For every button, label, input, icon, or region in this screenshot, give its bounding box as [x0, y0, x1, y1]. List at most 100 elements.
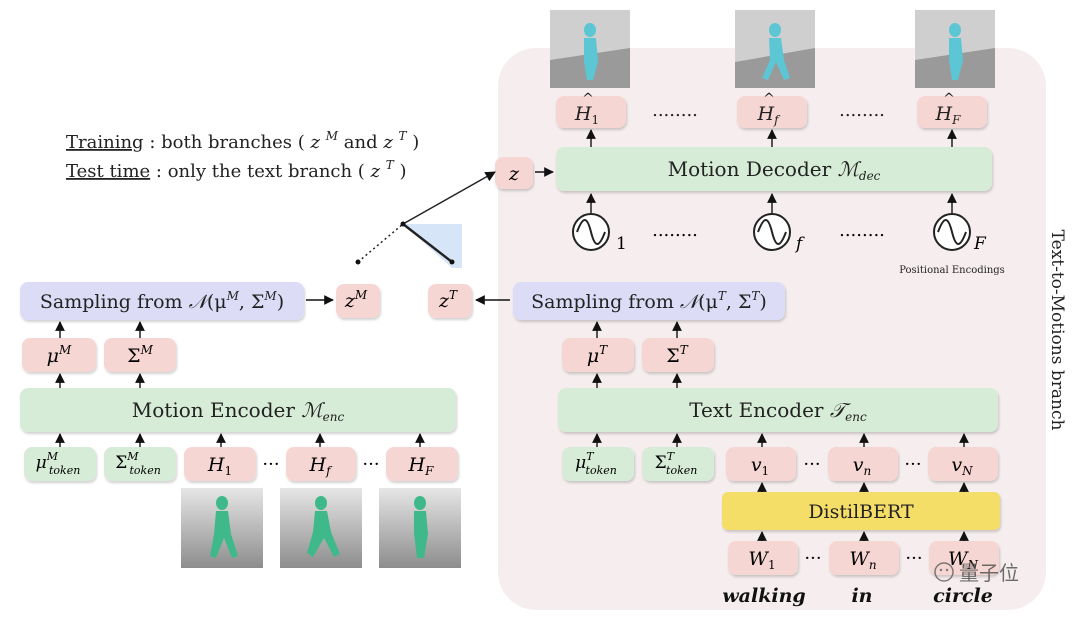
text-encoder-to-params-arrows	[592, 373, 682, 388]
branch-label: Text-to-Motions branch	[1047, 230, 1067, 431]
text-encoder: Text Encoder 𝒯enc	[558, 388, 998, 432]
svg-text:Motion Encoder ℳenc: Motion Encoder ℳenc	[132, 398, 345, 424]
sentence-word-in: in	[851, 585, 872, 607]
output-render-f	[735, 10, 815, 88]
text-input-arrows	[592, 433, 969, 447]
output-hF: HF ^	[917, 91, 987, 128]
svg-text:Wn: Wn	[849, 548, 876, 572]
text-param-arrows	[592, 321, 682, 338]
svg-text:F: F	[973, 234, 987, 254]
word-ellipsis-2: ···	[905, 548, 922, 569]
output-render-F	[915, 10, 995, 88]
svg-text:DistilBERT: DistilBERT	[808, 501, 914, 523]
motion-ellipsis-1: ···	[262, 454, 279, 475]
svg-text:^: ^	[582, 91, 594, 107]
text-vector-vN: vN	[928, 447, 998, 481]
motion-decoder: Motion Decoder ℳdec	[556, 147, 992, 191]
text-ellipsis-2: ···	[904, 454, 921, 475]
svg-text:f: f	[794, 234, 805, 254]
latent-z-box: z	[495, 157, 533, 189]
motion-ellipsis-2: ···	[362, 454, 379, 475]
svg-text:vN: vN	[951, 454, 973, 478]
input-render-F	[379, 488, 461, 568]
motion-encoder: Motion Encoder ℳenc	[20, 388, 456, 432]
output-hf: Hf ^	[737, 91, 807, 128]
text-vector-vn: vn	[828, 447, 898, 481]
text-vector-v1: v1	[726, 447, 796, 481]
word-w1: W1	[728, 541, 798, 575]
sine-icon-F: F	[933, 213, 987, 254]
svg-text:^: ^	[763, 91, 775, 107]
svg-text:μT: μT	[587, 343, 608, 367]
svg-text:WN: WN	[948, 548, 979, 572]
positional-encodings: 1 ........ f ........ F Positional Encod…	[572, 193, 1005, 276]
svg-text:ΣM: ΣM	[127, 343, 153, 367]
motion-sigma-box: ΣM	[104, 338, 176, 372]
positional-dots-1: ........	[652, 220, 698, 241]
output-render-1	[550, 10, 630, 88]
svg-text:v1: v1	[751, 454, 769, 478]
svg-text:Motion Decoder ℳdec: Motion Decoder ℳdec	[668, 157, 881, 183]
motion-input-arrows	[55, 433, 425, 447]
svg-text:HF: HF	[935, 103, 962, 127]
motion-param-arrows	[55, 321, 145, 338]
svg-text:μM: μM	[47, 343, 72, 367]
svg-text:z: z	[508, 163, 520, 185]
svg-text:zT: zT	[438, 288, 458, 312]
sentence-word-circle: circle	[933, 585, 993, 607]
sentence-word-walking: walking	[722, 585, 805, 607]
output-renders	[550, 10, 995, 88]
sine-icon-1: 1	[572, 213, 627, 254]
positional-encodings-label: Positional Encodings	[899, 265, 1005, 276]
decoder-output-arrows	[586, 129, 957, 147]
svg-text:^: ^	[943, 91, 955, 107]
svg-text:zM: zM	[344, 288, 368, 312]
svg-text:W1: W1	[748, 548, 775, 572]
svg-text:Text Encoder 𝒯enc: Text Encoder 𝒯enc	[689, 398, 867, 424]
text-ellipsis-1: ···	[803, 454, 820, 475]
svg-text:Hf: Hf	[756, 103, 781, 127]
svg-text:Hf: Hf	[308, 454, 333, 478]
motion-input-hf: Hf	[286, 447, 356, 481]
positional-dots-2: ........	[839, 220, 885, 241]
latent-zm-box: zM	[336, 284, 380, 318]
input-sentence: walking in circle	[722, 585, 993, 607]
svg-text:Sampling from 𝒩(μT, ΣT): Sampling from 𝒩(μT, ΣT)	[531, 289, 767, 313]
motion-sampling: Sampling from 𝒩(μM, ΣM)	[20, 282, 304, 320]
svg-text:Sampling from 𝒩(μM, ΣM): Sampling from 𝒩(μM, ΣM)	[40, 289, 284, 313]
sine-icon-f: f	[753, 213, 805, 254]
motion-input-h1: H1	[184, 447, 256, 481]
latent-zt-box: zT	[428, 284, 472, 318]
svg-text:H1: H1	[207, 454, 232, 478]
motion-input-hF: HF	[386, 447, 458, 481]
decoder-outputs: H1 ^ ........ Hf ^ ........ HF ^	[556, 91, 987, 128]
wechat-icon	[934, 562, 954, 582]
text-sigma-box: ΣT	[642, 338, 714, 372]
svg-text:H1: H1	[574, 103, 599, 127]
svg-text:ΣT: ΣT	[666, 343, 688, 367]
legend: Training : both branches ( z M and z T )…	[66, 129, 419, 182]
input-render-1	[181, 488, 263, 568]
input-render-f	[280, 488, 362, 568]
decoder-dots-2: ........	[839, 100, 885, 121]
word-input-arrows	[757, 531, 969, 541]
svg-text:HF: HF	[408, 454, 435, 478]
distilbert-output-arrows	[757, 482, 969, 492]
text-sampling: Sampling from 𝒩(μT, ΣT)	[513, 282, 785, 320]
decoder-dots-1: ........	[652, 100, 698, 121]
svg-text:vn: vn	[853, 454, 871, 478]
watermark: 量子位	[934, 561, 1019, 585]
branch-merge	[355, 171, 496, 268]
word-wN: WN	[929, 541, 999, 575]
distilbert-box: DistilBERT	[722, 492, 1000, 530]
